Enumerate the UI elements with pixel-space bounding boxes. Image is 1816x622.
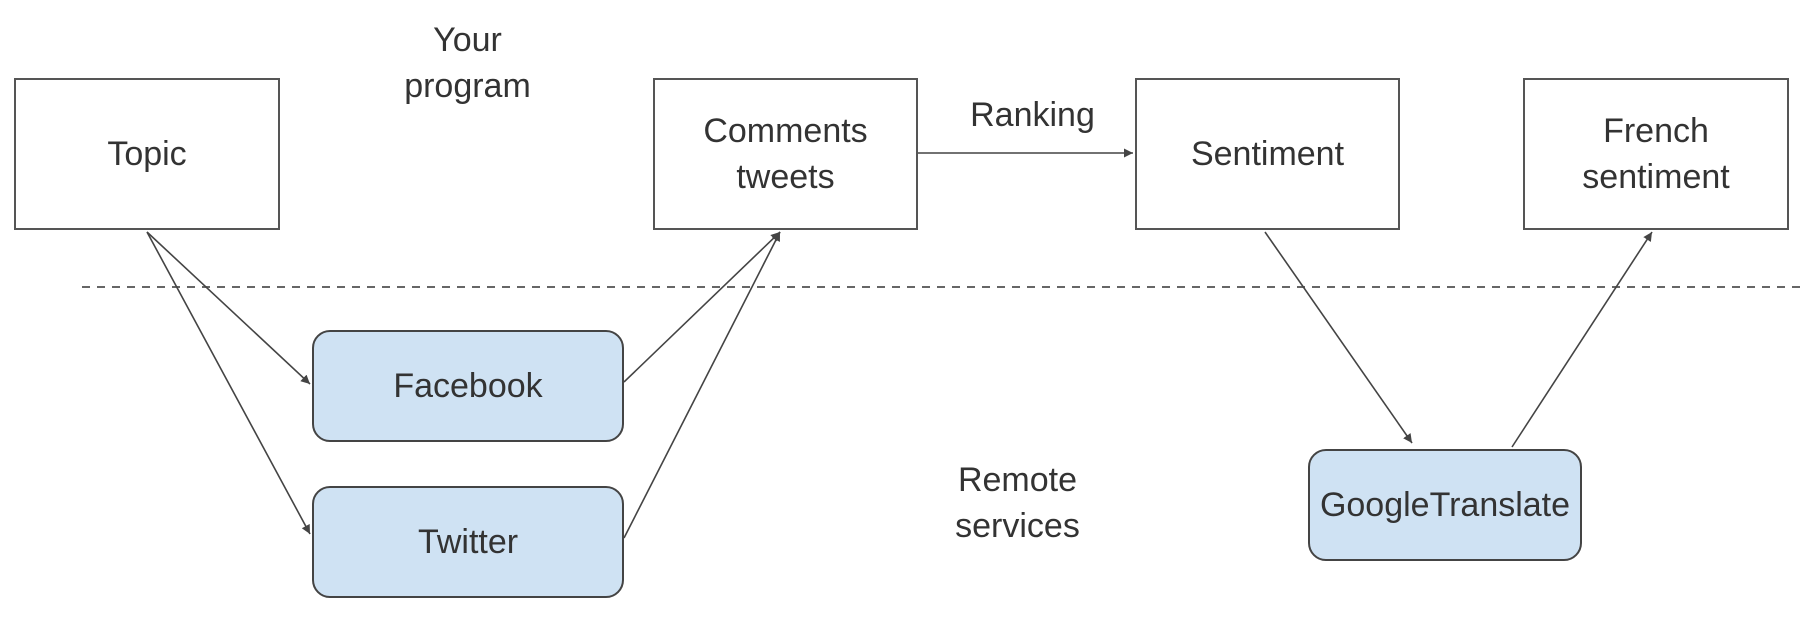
zone-label-your-program: Your program: [404, 21, 531, 105]
edge-sentiment-googletranslate: [1264, 231, 1413, 444]
edge-topic-facebook: [146, 231, 311, 385]
edge-twitter-comments: [623, 231, 781, 539]
node-french-sentiment: French sentiment: [1523, 78, 1789, 230]
node-sentiment: Sentiment: [1135, 78, 1400, 230]
node-twitter: Twitter: [312, 486, 624, 598]
node-topic: Topic: [14, 78, 280, 230]
node-googletranslate: GoogleTranslate: [1308, 449, 1582, 561]
edge-label-ranking: Ranking: [970, 96, 1095, 134]
edge-googletranslate-french: [1511, 231, 1653, 448]
zone-label-remote-services: Remote services: [955, 461, 1080, 545]
node-comments-tweets: Comments tweets: [653, 78, 918, 230]
edge-topic-twitter: [146, 231, 311, 535]
node-facebook: Facebook: [312, 330, 624, 442]
edge-facebook-comments: [623, 231, 781, 383]
